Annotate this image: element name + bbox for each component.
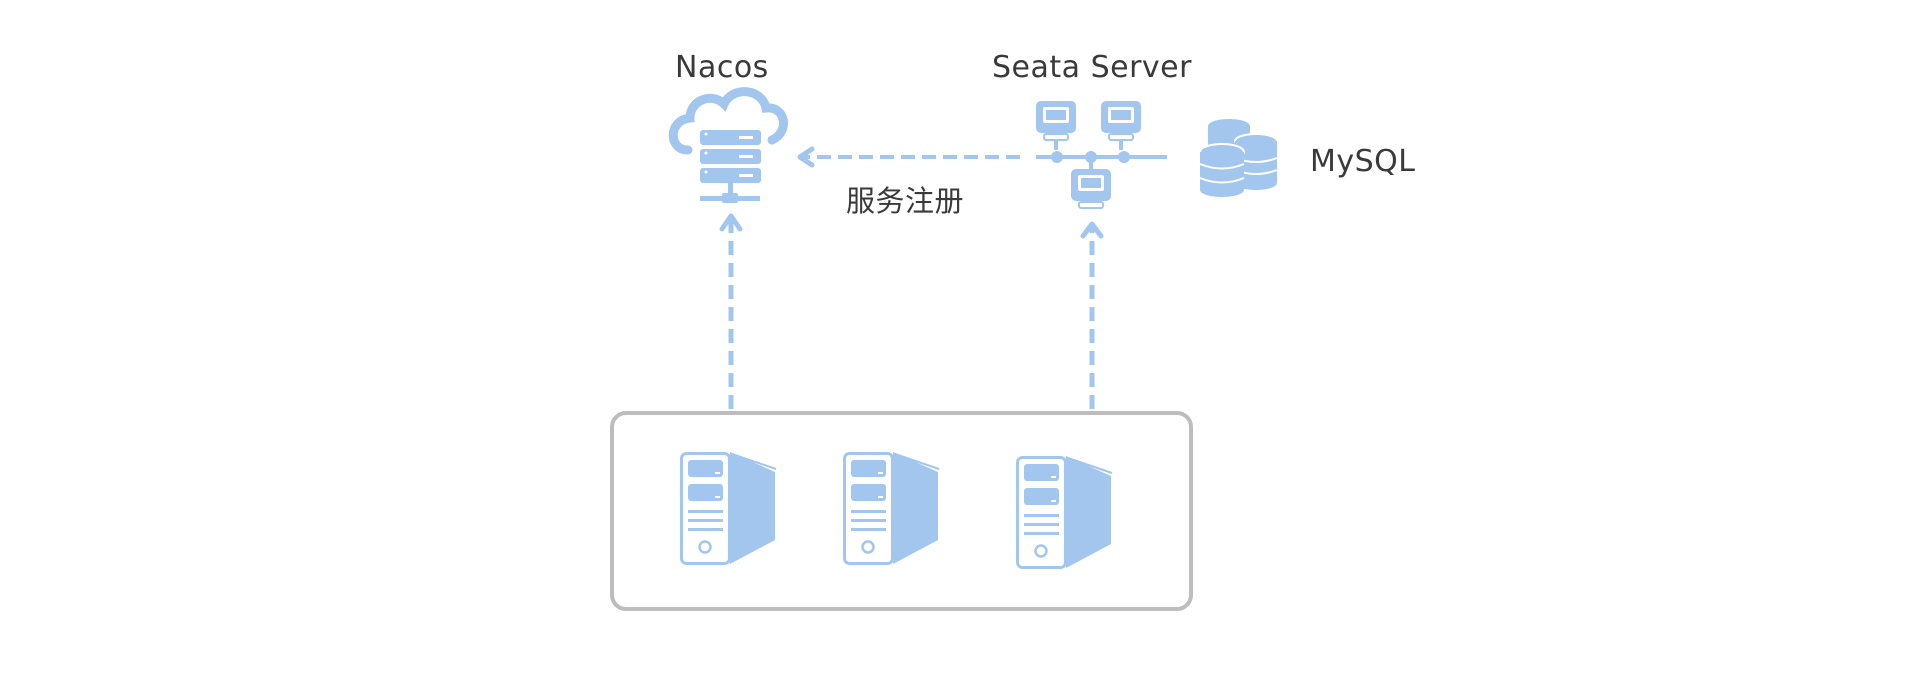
seata-server-label: Seata Server — [992, 50, 1192, 85]
tower-server-icon — [843, 452, 940, 565]
tower-server-icon — [680, 452, 777, 565]
database-icon — [1199, 119, 1278, 197]
nacos-label: Nacos — [675, 50, 769, 85]
tower-server-icon — [1016, 456, 1113, 569]
mysql-label: MySQL — [1310, 144, 1416, 179]
service-registration-label: 服务注册 — [846, 184, 965, 218]
network-cluster-icon — [1036, 101, 1167, 209]
cloud-server-icon — [668, 87, 788, 203]
edge-clients-to-seata — [1080, 221, 1104, 409]
edge-seata-to-nacos — [797, 146, 1020, 168]
client-group-box — [610, 411, 1193, 611]
edge-clients-to-nacos — [719, 213, 743, 409]
